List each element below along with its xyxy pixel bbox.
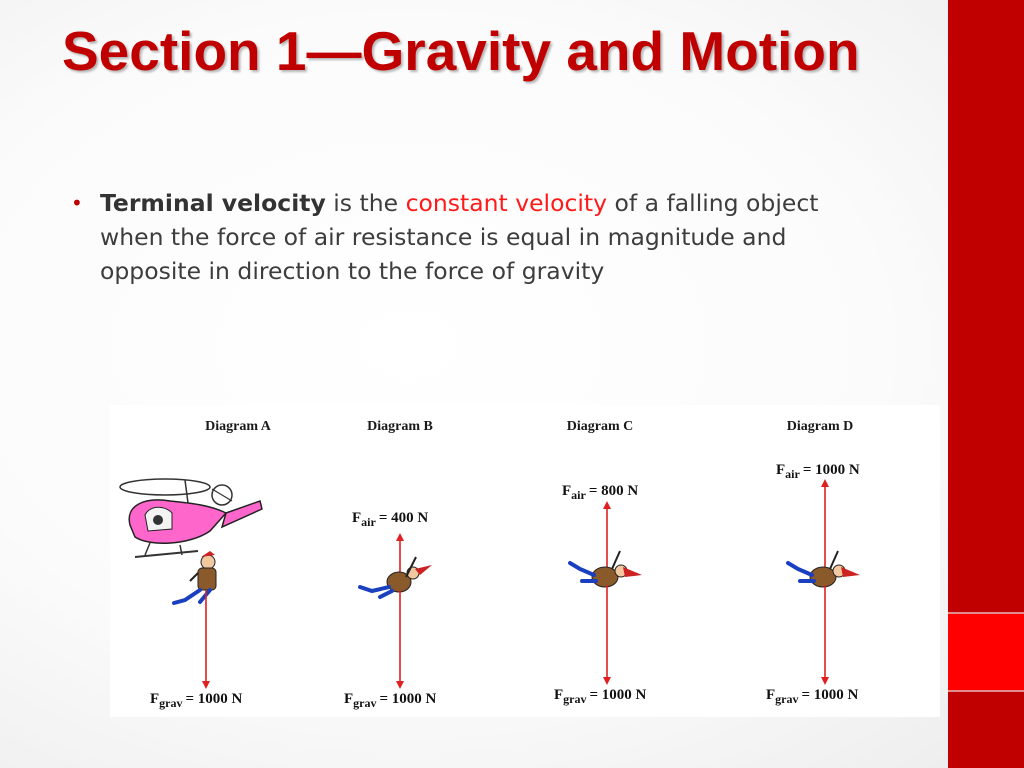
helicopter-icon: [119, 478, 263, 558]
air-resistance-label: Fair= 400 N: [352, 510, 428, 529]
side-bar-divider: [948, 612, 1024, 614]
diagram-caption: Diagram A: [205, 419, 272, 434]
diagram-c: Diagram C Fair= 800 N Fgrav= 1000 N: [554, 419, 647, 706]
side-bar-divider: [948, 690, 1024, 692]
diagram-caption: Diagram C: [567, 419, 634, 434]
diagram-d: Diagram D Fair= 1000 N Fgrav= 1000 N: [766, 419, 860, 706]
air-resistance-label: Fair= 800 N: [562, 483, 638, 502]
diagram-caption: Diagram B: [367, 419, 433, 434]
gravity-force-label: Fgrav= 1000 N: [554, 687, 647, 706]
terminal-velocity-diagram: Diagram A Fgrav= 1000 N Diagram B: [110, 405, 940, 717]
bullet-list: • Terminal velocity is the constant veloc…: [68, 186, 828, 288]
skydiver-figure: [172, 551, 217, 605]
bullet-item: • Terminal velocity is the constant veloc…: [68, 186, 828, 288]
side-bar-accent-block: [948, 614, 1024, 690]
side-accent-bar: [948, 0, 1024, 768]
skydiver-figure: [786, 550, 860, 588]
bullet-text: of a falling object when the force of ai…: [100, 189, 819, 285]
gravity-force-label: Fgrav= 1000 N: [150, 691, 243, 710]
gravity-force-label: Fgrav= 1000 N: [766, 687, 859, 706]
term-terminal-velocity: Terminal velocity: [100, 189, 326, 217]
bullet-text: is the: [325, 189, 406, 217]
bullet-icon: •: [71, 191, 83, 215]
gravity-force-label: Fgrav= 1000 N: [344, 691, 437, 710]
diagram-a: Diagram A Fgrav= 1000 N: [119, 419, 272, 710]
skydiver-figure: [568, 550, 642, 588]
diagram-caption: Diagram D: [787, 419, 854, 434]
slide-title: Section 1—Gravity and Motion: [62, 20, 860, 82]
air-resistance-label: Fair= 1000 N: [776, 462, 860, 481]
diagram-b: Diagram B Fair= 400 N Fgrav= 1000 N: [344, 419, 437, 710]
highlight-constant-velocity: constant velocity: [405, 189, 608, 217]
skydiver-figure: [358, 556, 432, 599]
